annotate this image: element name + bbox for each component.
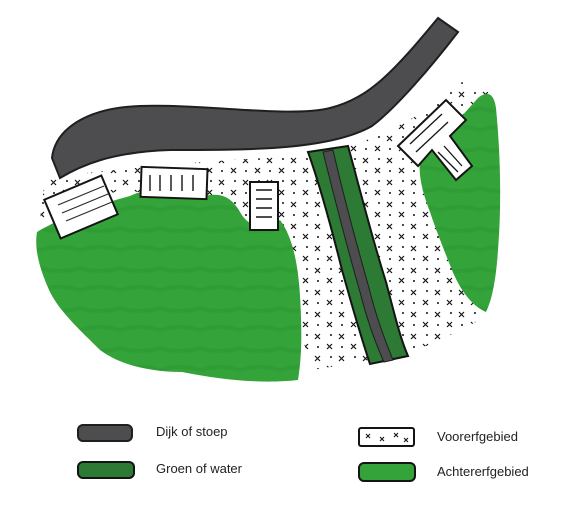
building-3: [249, 181, 279, 231]
legend-label-dark-green: Groen of water: [156, 461, 242, 476]
building-1: [42, 174, 120, 240]
road-swatch: [77, 424, 133, 442]
building-4: [396, 98, 474, 182]
hatched-swatch: [358, 427, 415, 447]
legend-label-road: Dijk of stoep: [156, 424, 228, 439]
legend-label-light-green: Achtererfgebied: [437, 464, 529, 479]
building-2: [139, 165, 209, 201]
dike-road: [50, 16, 460, 180]
legend-label-hatched: Voorerfgebied: [437, 429, 518, 444]
water-strip-center-line: [322, 149, 394, 363]
light-green-swatch: [358, 462, 416, 482]
back-yard-left: [36, 189, 302, 382]
dark-green-swatch: [77, 461, 135, 479]
